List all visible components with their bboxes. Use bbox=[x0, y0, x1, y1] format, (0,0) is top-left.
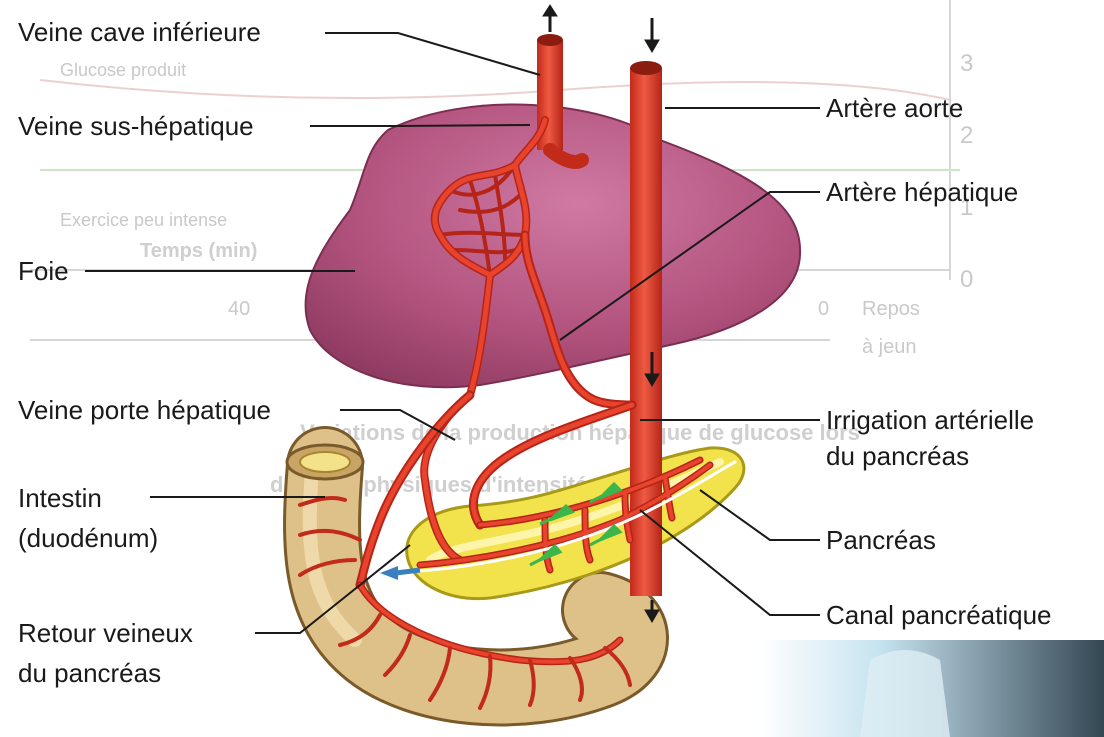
label-pancreas: Pancréas bbox=[826, 524, 936, 556]
label-irrigation-pancreas: du pancréas bbox=[826, 440, 969, 472]
bg-photo-figure bbox=[860, 650, 950, 737]
label-artere-hepatique: Artère hépatique bbox=[826, 176, 1018, 208]
label-du-pancreas-left: du pancréas bbox=[18, 657, 161, 689]
label-veine-sus-hepatique: Veine sus-hépatique bbox=[18, 110, 254, 142]
label-artere-aorte: Artère aorte bbox=[826, 92, 963, 124]
label-intestin: Intestin bbox=[18, 482, 102, 514]
label-duodenum: (duodénum) bbox=[18, 522, 158, 554]
label-canal-pancreatique: Canal pancréatique bbox=[826, 599, 1052, 631]
label-retour-veineux: Retour veineux bbox=[18, 617, 193, 649]
label-veine-cave: Veine cave inférieure bbox=[18, 16, 261, 48]
label-foie: Foie bbox=[18, 255, 69, 287]
label-veine-porte: Veine porte hépatique bbox=[18, 394, 271, 426]
label-irrigation: Irrigation artérielle bbox=[826, 404, 1034, 436]
pancreas bbox=[407, 448, 744, 599]
